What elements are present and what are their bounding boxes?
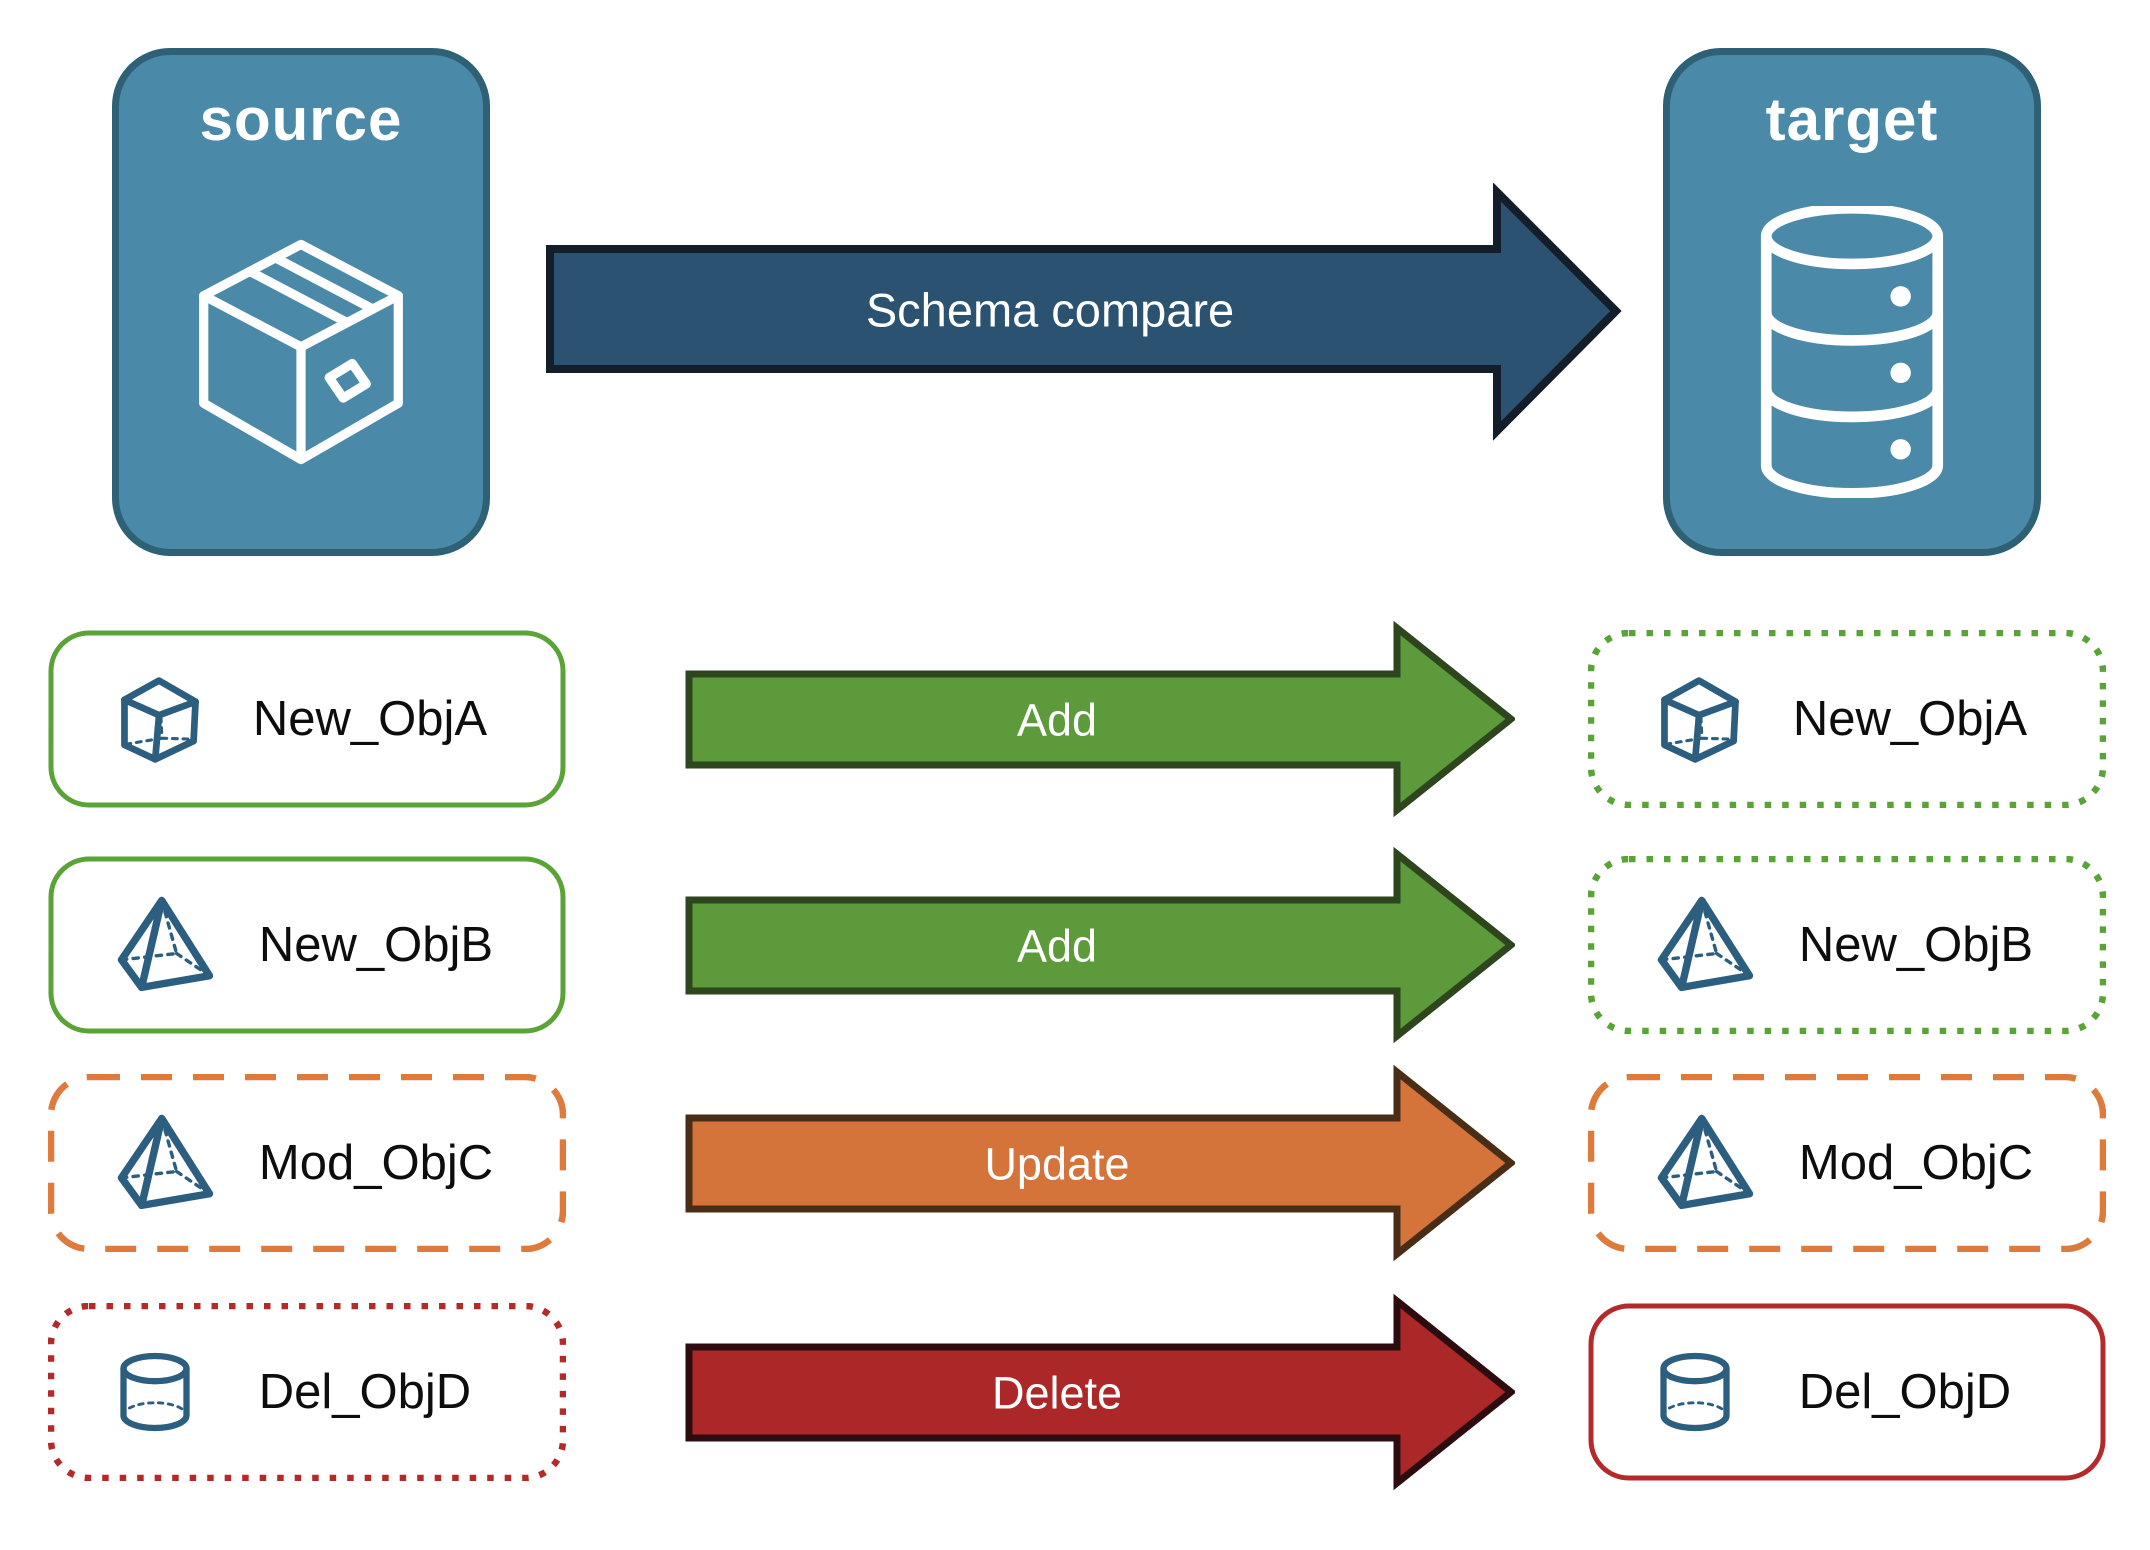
object-name: Mod_ObjC xyxy=(1798,1136,2034,1190)
pyramid-icon xyxy=(110,892,222,998)
source-item-del-objd: Del_ObjD xyxy=(48,1303,566,1481)
add-arrow-row1: Add xyxy=(685,620,1515,818)
action-label: Update xyxy=(984,1139,1129,1190)
object-name: New_ObjB xyxy=(258,918,494,972)
action-label: Add xyxy=(1017,695,1097,746)
target-item-del-objd: Del_ObjD xyxy=(1588,1303,2106,1481)
source-node: source xyxy=(112,48,490,556)
source-title: source xyxy=(199,86,403,153)
object-name: Mod_ObjC xyxy=(258,1136,494,1190)
update-arrow-row3: Update xyxy=(685,1064,1515,1262)
cube-icon xyxy=(110,671,210,767)
schema-compare-label: Schema compare xyxy=(866,284,1234,337)
source-item-new-obja: New_ObjA xyxy=(48,630,566,808)
cylinder-icon xyxy=(110,1343,200,1441)
cube-icon xyxy=(1650,671,1750,767)
action-label: Delete xyxy=(992,1368,1122,1419)
object-name: New_ObjA xyxy=(1792,692,2028,746)
object-name: New_ObjB xyxy=(1798,918,2034,972)
target-node: target xyxy=(1663,48,2041,556)
object-name: Del_ObjD xyxy=(258,1365,472,1419)
target-title: target xyxy=(1765,86,1939,153)
action-label: Add xyxy=(1017,921,1097,972)
cylinder-icon xyxy=(1650,1343,1740,1441)
source-item-new-objb: New_ObjB xyxy=(48,856,566,1034)
object-name: New_ObjA xyxy=(252,692,488,746)
pyramid-icon xyxy=(110,1110,222,1216)
target-item-new-objb: New_ObjB xyxy=(1588,856,2106,1034)
pyramid-icon xyxy=(1650,1110,1762,1216)
pyramid-icon xyxy=(1650,892,1762,998)
delete-arrow-row4: Delete xyxy=(685,1293,1515,1491)
package-box-icon xyxy=(173,154,429,549)
target-item-new-obja: New_ObjA xyxy=(1588,630,2106,808)
schema-compare-arrow: Schema compare xyxy=(546,183,1622,441)
source-item-mod-objc: Mod_ObjC xyxy=(48,1074,566,1252)
target-item-mod-objc: Mod_ObjC xyxy=(1588,1074,2106,1252)
object-name: Del_ObjD xyxy=(1798,1365,2012,1419)
add-arrow-row2: Add xyxy=(685,846,1515,1044)
database-icon xyxy=(1736,154,1968,549)
